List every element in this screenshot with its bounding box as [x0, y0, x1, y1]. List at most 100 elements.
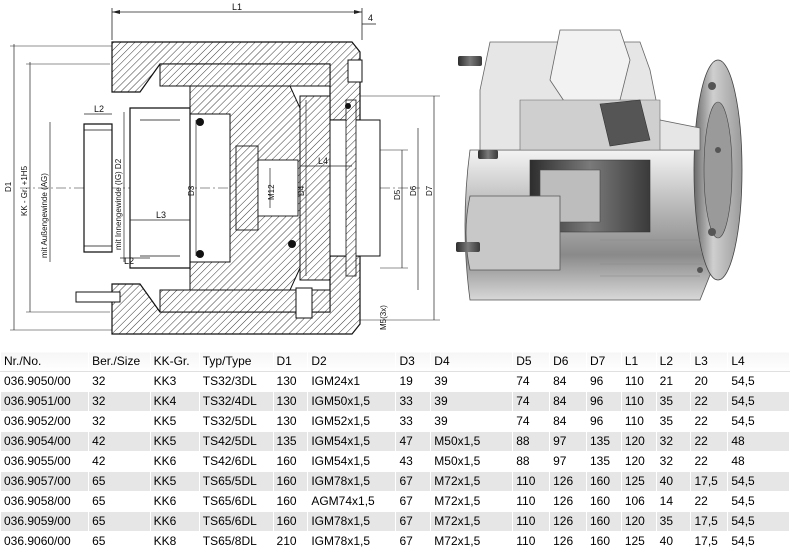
table-cell: KK5: [149, 471, 200, 492]
table-cell: TS42/6DL: [198, 451, 274, 472]
dim-L4-label: L4: [318, 156, 328, 166]
dim-L1-label: L1: [232, 2, 242, 12]
column-header: D4: [430, 351, 514, 372]
table-cell: TS65/6DL: [198, 491, 274, 512]
table-cell: 32: [655, 451, 692, 472]
table-cell: 40: [655, 531, 692, 552]
table-cell: 110: [512, 531, 551, 552]
column-header: Typ/Type: [198, 351, 274, 372]
table-cell: 47: [395, 431, 432, 452]
table-cell: 74: [512, 411, 551, 432]
column-header: Ber./Size: [88, 351, 151, 372]
table-cell: IGM50x1,5: [307, 391, 397, 412]
table-cell: 160: [586, 511, 622, 532]
table-cell: 160: [272, 471, 309, 492]
table-cell: 39: [430, 391, 514, 412]
table-cell: 21: [655, 371, 692, 392]
dim-D6-label: D6: [409, 185, 418, 196]
table-cell: TS42/5DL: [198, 431, 274, 452]
table-cell: IGM24x1: [307, 371, 397, 392]
table-cell: 42: [88, 451, 151, 472]
table-cell: 110: [512, 491, 551, 512]
dim-D3-label: D3: [187, 185, 196, 196]
table-cell: 74: [512, 371, 551, 392]
table-cell: 19: [395, 371, 432, 392]
table-cell: 33: [395, 411, 432, 432]
table-cell: M72x1,5: [430, 511, 514, 532]
column-header: D2: [307, 351, 397, 372]
dim-L2-bottom-label: L2: [124, 256, 134, 266]
table-cell: 65: [88, 471, 151, 492]
table-cell: 43: [395, 451, 432, 472]
table-cell: 160: [272, 451, 309, 472]
table-cell: KK6: [149, 491, 200, 512]
table-cell: 036.9054/00: [0, 431, 90, 452]
table-cell: 17,5: [690, 511, 729, 532]
table-cell: 54,5: [727, 491, 790, 512]
dim-M5-label: M5(3x): [379, 305, 388, 330]
table-cell: IGM78x1,5: [307, 531, 397, 552]
table-cell: 65: [88, 531, 151, 552]
table-cell: 14: [655, 491, 692, 512]
dim-D5-label: D5: [393, 189, 402, 200]
table-cell: 48: [727, 431, 790, 452]
table-cell: 125: [620, 471, 657, 492]
table-cell: M50x1,5: [430, 451, 514, 472]
table-cell: 84: [549, 411, 587, 432]
table-cell: 160: [586, 531, 622, 552]
table-cell: 036.9051/00: [0, 391, 90, 412]
table-cell: 84: [549, 371, 587, 392]
table-cell: 22: [690, 431, 729, 452]
table-cell: 120: [620, 451, 657, 472]
table-cell: TS32/3DL: [198, 371, 274, 392]
table-cell: 32: [88, 371, 151, 392]
table-cell: 036.9050/00: [0, 371, 90, 392]
table-cell: 130: [272, 391, 309, 412]
table-cell: 22: [690, 451, 729, 472]
table-cell: 036.9059/00: [0, 511, 90, 532]
table-cell: 160: [586, 491, 622, 512]
table-cell: 110: [620, 391, 657, 412]
column-header: D1: [272, 351, 309, 372]
table-cell: 42: [88, 431, 151, 452]
table-cell: 160: [272, 511, 309, 532]
table-cell: 126: [549, 531, 587, 552]
table-cell: 126: [549, 491, 587, 512]
table-cell: 54,5: [727, 531, 790, 552]
table-cell: 35: [655, 391, 692, 412]
table-cell: IGM78x1,5: [307, 511, 397, 532]
table-cell: 160: [272, 491, 309, 512]
dim-KK-label: KK - Gr. +1H5: [20, 165, 29, 216]
table-cell: 65: [88, 511, 151, 532]
table-cell: 67: [395, 491, 432, 512]
table-cell: 67: [395, 531, 432, 552]
column-header: L3: [690, 351, 729, 372]
table-cell: 32: [88, 391, 151, 412]
product-figure: L1 4 D1 KK - Gr. +1H5 mit Außengewinde (…: [4, 2, 743, 335]
dim-D1-label: D1: [4, 181, 13, 192]
dim-4-label: 4: [368, 13, 373, 23]
column-header: D6: [549, 351, 587, 372]
table-cell: TS65/6DL: [198, 511, 274, 532]
table-cell: 35: [655, 411, 692, 432]
table-cell: 32: [655, 431, 692, 452]
table-cell: 126: [549, 471, 587, 492]
table-cell: 32: [88, 411, 151, 432]
table-cell: 67: [395, 471, 432, 492]
table-cell: M50x1,5: [430, 431, 514, 452]
table-cell: 96: [586, 391, 622, 412]
table-cell: 110: [620, 371, 657, 392]
table-cell: KK3: [149, 371, 200, 392]
table-cell: 54,5: [727, 391, 790, 412]
column-header: L1: [620, 351, 657, 372]
table-cell: 40: [655, 471, 692, 492]
table-cell: 036.9060/00: [0, 531, 90, 552]
dim-D7-label: D7: [425, 185, 434, 196]
table-cell: 210: [272, 531, 309, 552]
table-cell: 97: [549, 431, 587, 452]
